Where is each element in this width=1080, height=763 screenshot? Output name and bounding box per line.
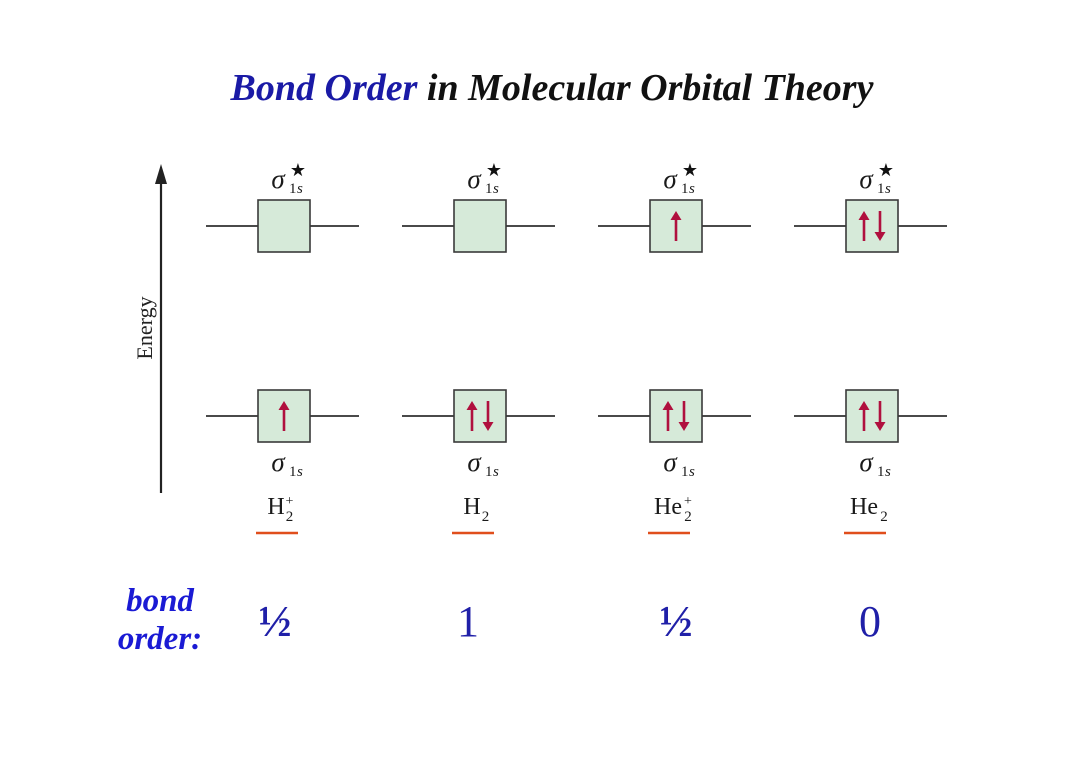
species-subscript-2: 2	[482, 509, 490, 525]
bonding-label-3-sub-digit: 1	[681, 464, 689, 480]
title-accent: Bond Order	[230, 67, 418, 109]
antibonding-label-4-sub-letter: s	[885, 181, 891, 197]
antibonding-label-1-sub-digit: 1	[289, 181, 297, 197]
antibonding-1-orbital-box	[257, 199, 311, 253]
bonding-label-4-sub-digit: 1	[877, 464, 885, 480]
bonding-1-electron-up-arrow	[278, 401, 290, 431]
species-base-3: He	[654, 494, 682, 520]
species-subscript-3: 2	[684, 509, 692, 525]
antibonding-4-electron-up-arrow	[858, 211, 870, 241]
bonding-2-electron-down-arrow	[482, 401, 494, 431]
antibonding-label-2-sub-letter: s	[493, 181, 499, 197]
species-charge-3: +	[684, 494, 692, 509]
bonding-label-1-sigma: σ	[271, 447, 286, 477]
antibonding-label-1-star: ★	[290, 160, 306, 180]
bonding-label-2-sub-letter: s	[493, 464, 499, 480]
bonding-4-electron-down-arrow	[874, 401, 886, 431]
antibonding-label-4-sigma: σ	[859, 164, 874, 194]
antibonding-label-2-sigma: σ	[467, 164, 482, 194]
species-base-2: H	[463, 494, 480, 520]
bonding-label-4-sigma: σ	[859, 447, 874, 477]
species-subscript-4: 2	[880, 509, 888, 525]
bonding-label-2-sub-digit: 1	[485, 464, 493, 480]
species-base-4: He	[850, 494, 878, 520]
bonding-4-orbital-box	[845, 389, 899, 443]
species-charge-1: +	[286, 494, 294, 509]
bonding-label-2-sigma: σ	[467, 447, 482, 477]
antibonding-2-orbital-box	[453, 199, 507, 253]
bonding-3-electron-up-arrow	[662, 401, 674, 431]
bond-order-value-2: 1	[457, 597, 479, 646]
antibonding-label-4-star: ★	[878, 160, 894, 180]
bonding-label-3-sigma: σ	[663, 447, 678, 477]
antibonding-label-4-sub-digit: 1	[877, 181, 885, 197]
bonding-2-orbital-box	[453, 389, 507, 443]
energy-axis-arrowhead	[155, 164, 167, 184]
bonding-4-electron-up-arrow	[858, 401, 870, 431]
antibonding-label-2-star: ★	[486, 160, 502, 180]
bond-order-label-line2: order:	[117, 621, 203, 657]
species-name-3: He+2	[654, 494, 692, 525]
antibonding-4-orbital-box	[845, 199, 899, 253]
page-title: Bond Order in Molecular Orbital Theory	[0, 66, 1080, 110]
antibonding-label-3-sigma: σ	[663, 164, 678, 194]
antibonding-label-3-sub-letter: s	[689, 181, 695, 197]
antibonding-label-3-sub-digit: 1	[681, 181, 689, 197]
antibonding-label-3-star: ★	[682, 160, 698, 180]
species-subscript-1: 2	[286, 509, 294, 525]
bonding-3-electron-down-arrow	[678, 401, 690, 431]
antibonding-label-1-sigma: σ	[271, 164, 286, 194]
antibonding-label-1-sub-letter: s	[297, 181, 303, 197]
antibonding-4-electron-down-arrow	[874, 211, 886, 241]
bonding-3-orbital-box	[649, 389, 703, 443]
species-base-1: H	[267, 494, 284, 520]
species-name-1: H+2	[267, 494, 293, 525]
title-rest: in Molecular Orbital Theory	[417, 67, 874, 109]
bonding-label-4-sub-letter: s	[885, 464, 891, 480]
bonding-label-1-sub-letter: s	[297, 464, 303, 480]
antibonding-3-electron-up-arrow	[670, 211, 682, 241]
bond-order-value-3: ½	[659, 597, 693, 646]
bonding-label-1-sub-digit: 1	[289, 464, 297, 480]
bonding-2-electron-up-arrow	[466, 401, 478, 431]
bond-order-value-4: 0	[859, 597, 881, 646]
bond-order-value-1: ½	[258, 597, 292, 646]
bonding-label-3-sub-letter: s	[689, 464, 695, 480]
antibonding-label-2-sub-digit: 1	[485, 181, 493, 197]
bond-order-label-line1: bond	[126, 583, 194, 619]
energy-axis-label: Energy	[132, 296, 157, 359]
bond-order-label: bond order:	[100, 582, 220, 658]
